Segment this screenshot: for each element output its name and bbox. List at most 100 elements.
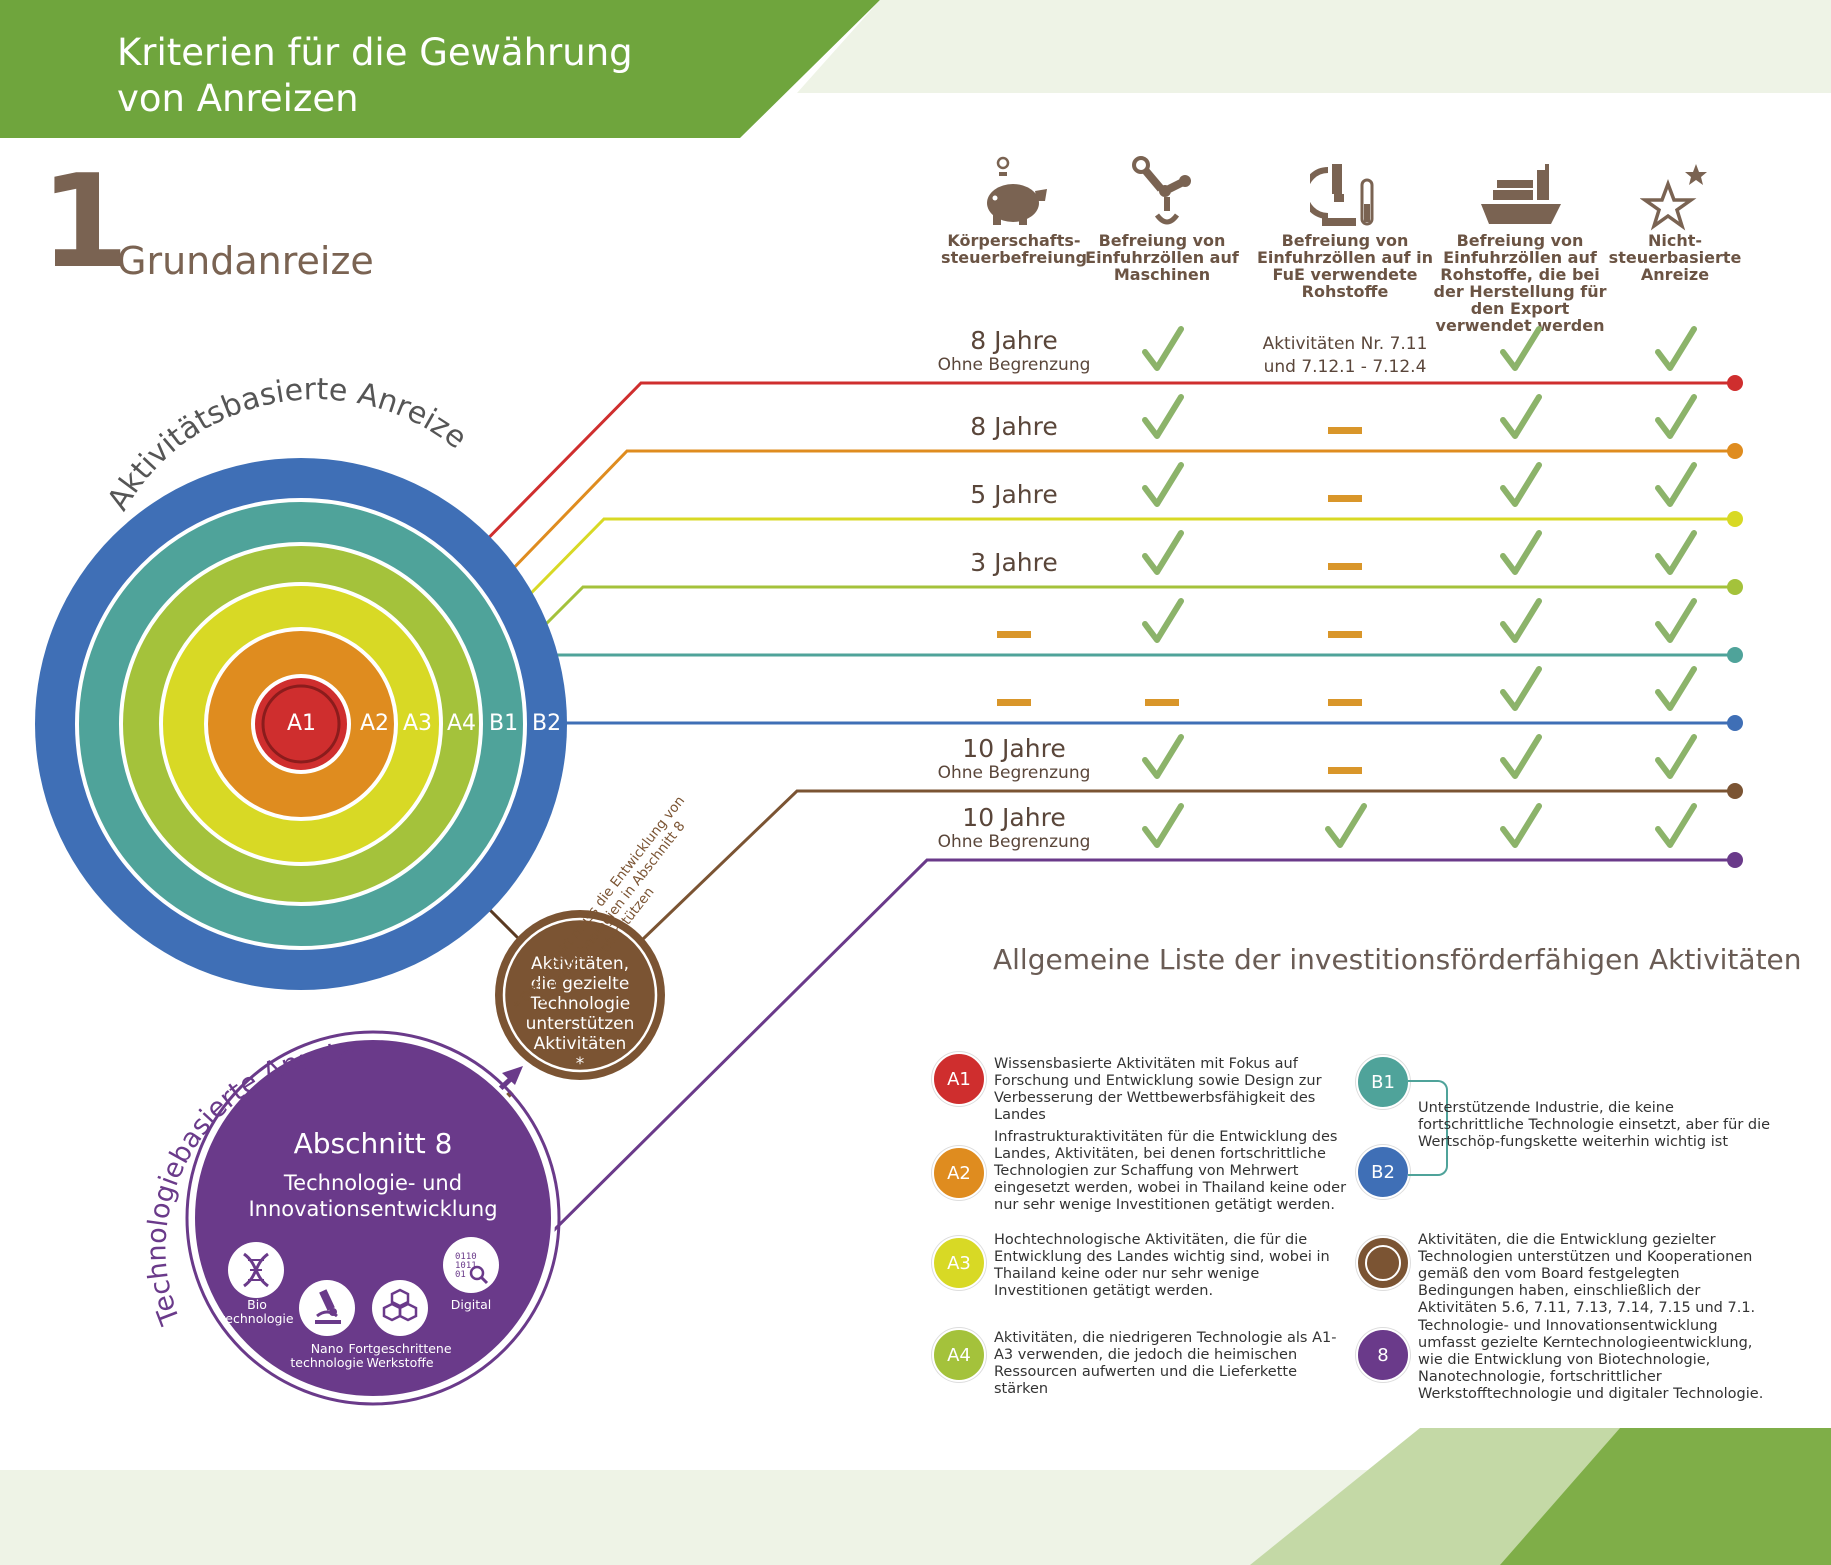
targeted-line-4: unterstützen (525, 1014, 635, 1034)
nontax-check-B1 (1655, 598, 1697, 644)
stars-icon (1639, 160, 1710, 236)
rd-dash-B1 (1328, 631, 1362, 638)
legend-badge-A4: A4 (932, 1328, 986, 1382)
tech-label-bio-1: Bio (247, 1297, 267, 1312)
legend-badge-targeted (1356, 1236, 1410, 1290)
column-header-line: Körperschafts- (947, 231, 1081, 250)
targeted-line-1: Aktivitäten, (530, 954, 630, 974)
export-check-B1 (1500, 598, 1542, 644)
legend-text-targeted: Aktivitäten, die die Entwicklung gezielt… (1418, 1232, 1756, 1316)
cit-dash-B2 (997, 699, 1031, 706)
column-header-line: Befreiung von (1456, 231, 1584, 250)
cit-years: 10 Jahre (962, 803, 1066, 832)
row-dot-targeted (1727, 783, 1743, 799)
legend-text-A1: Wissensbasierte Aktivitäten mit Fokus au… (994, 1056, 1322, 1123)
cit-limit: Ohne Begrenzung (937, 832, 1091, 852)
legend-badge-B2: B2 (1356, 1145, 1410, 1199)
machinery-check-A3 (1142, 462, 1184, 508)
legend-text-b-group: Unterstützende Industrie, die keine fort… (1418, 1100, 1771, 1150)
dna-icon (228, 1242, 284, 1298)
cit-years: 8 Jahre (970, 326, 1058, 355)
machinery-check-targeted (1142, 734, 1184, 780)
tech-label-nano-1: Nano (310, 1341, 344, 1356)
legend-badge-A1: A1 (932, 1052, 986, 1106)
footer-band (0, 1470, 1390, 1565)
targeted-circle-outline (502, 917, 658, 1073)
column-header-line: Rohstoffe (1301, 282, 1389, 301)
tech-label-bio: Bio technologie (207, 1298, 307, 1326)
legend-badge-8: 8 (1356, 1328, 1410, 1382)
legend-text-A2: Infrastrukturaktivitäten für die Entwick… (994, 1129, 1347, 1213)
connector-line-targeted (640, 789, 1735, 942)
column-header-line: Anreize (1640, 265, 1710, 284)
rd-dash-B2 (1328, 699, 1362, 706)
nontax-check-targeted (1655, 734, 1697, 780)
nontax-check-section8 (1655, 803, 1697, 849)
legend-badge-A2: A2 (932, 1146, 986, 1200)
section-number: 1 (40, 148, 130, 297)
robot-arm-icon (1127, 155, 1197, 231)
targeted-line-6: * (575, 1054, 585, 1074)
column-header-line: Befreiung von (1098, 231, 1226, 250)
machinery-check-A4 (1142, 530, 1184, 576)
cit-years: 10 Jahre (962, 734, 1066, 763)
tech-label-materials: Fortgeschrittene Werkstoffe (343, 1342, 457, 1370)
targeted-line-5: Aktivitäten (533, 1034, 627, 1054)
cit-limit: Ohne Begrenzung (937, 763, 1091, 783)
column-header-line: Einfuhrzöllen auf (1443, 248, 1597, 267)
legend-text-A3: Hochtechnologische Aktivitäten, die für … (994, 1232, 1330, 1299)
microscope-icon (1302, 160, 1380, 236)
cit-limit: Ohne Begrenzung (937, 355, 1091, 375)
column-header-line: Einfuhrzöllen auf (1085, 248, 1239, 267)
machinery-check-section8 (1142, 803, 1184, 849)
ring-label-a1: A1 (287, 711, 317, 736)
rd-dash-A4 (1328, 563, 1362, 570)
legend-badge-B1: B1 (1356, 1055, 1410, 1109)
nontax-check-A4 (1655, 530, 1697, 576)
column-header-line: Nicht- (1647, 231, 1703, 250)
rd-activities-line: und 7.12.1 - 7.12.4 (1263, 357, 1427, 377)
hexagon-molecule-icon (372, 1280, 428, 1336)
row-dot-A3 (1727, 511, 1743, 527)
targeted-circle (495, 910, 665, 1080)
page-title: Kriterien für die Gewährung von Anreizen (117, 30, 633, 122)
tech-circle-outer (185, 1030, 561, 1406)
cit-years: 5 Jahre (970, 480, 1058, 509)
rd-dash-A3 (1328, 495, 1362, 502)
rd-activities-line: Aktivitäten Nr. 7.11 (1262, 334, 1428, 354)
export-check-A2 (1500, 394, 1542, 440)
connector-line-section8 (538, 858, 1735, 1246)
connector-line-A4 (465, 585, 1735, 705)
header-banner (0, 0, 880, 138)
tech-label-materials-1: Fortgeschrittene (348, 1341, 452, 1356)
ring-label-b2: B2 (532, 711, 562, 736)
ring-label-a2: A2 (360, 711, 390, 736)
tech-label-bio-2: technologie (220, 1311, 294, 1326)
column-header-line: den Export (1470, 299, 1570, 318)
tech-subtitle: Technologie- und Innovationsentwicklung (208, 1170, 538, 1222)
svg-text:0110: 0110 (455, 1252, 477, 1262)
legend-text-8: Technologie- und Innovationsentwicklung … (1418, 1318, 1764, 1402)
cargo-ship-icon (1475, 162, 1565, 238)
ring-label-b1: B1 (489, 711, 519, 736)
cit-years: 3 Jahre (970, 548, 1058, 577)
tech-label-materials-2: Werkstoffe (366, 1355, 434, 1370)
cit-value-A4: 3 Jahre (894, 549, 1134, 577)
export-check-section8 (1500, 803, 1542, 849)
legend-title: Allgemeine Liste der investitionsförderf… (993, 943, 1802, 976)
targeted-circle-text: Aktivitäten, die gezielte Technologie un… (505, 954, 655, 1074)
column-header-line: FuE verwendete (1272, 265, 1418, 284)
row-dot-A4 (1727, 579, 1743, 595)
row-end-dots (1727, 375, 1743, 868)
column-header-1: Körperschafts-steuerbefreiung (924, 232, 1104, 266)
cit-value-A3: 5 Jahre (894, 481, 1134, 509)
nontax-check-A1 (1655, 326, 1697, 372)
rd-dash-A2 (1328, 427, 1362, 434)
